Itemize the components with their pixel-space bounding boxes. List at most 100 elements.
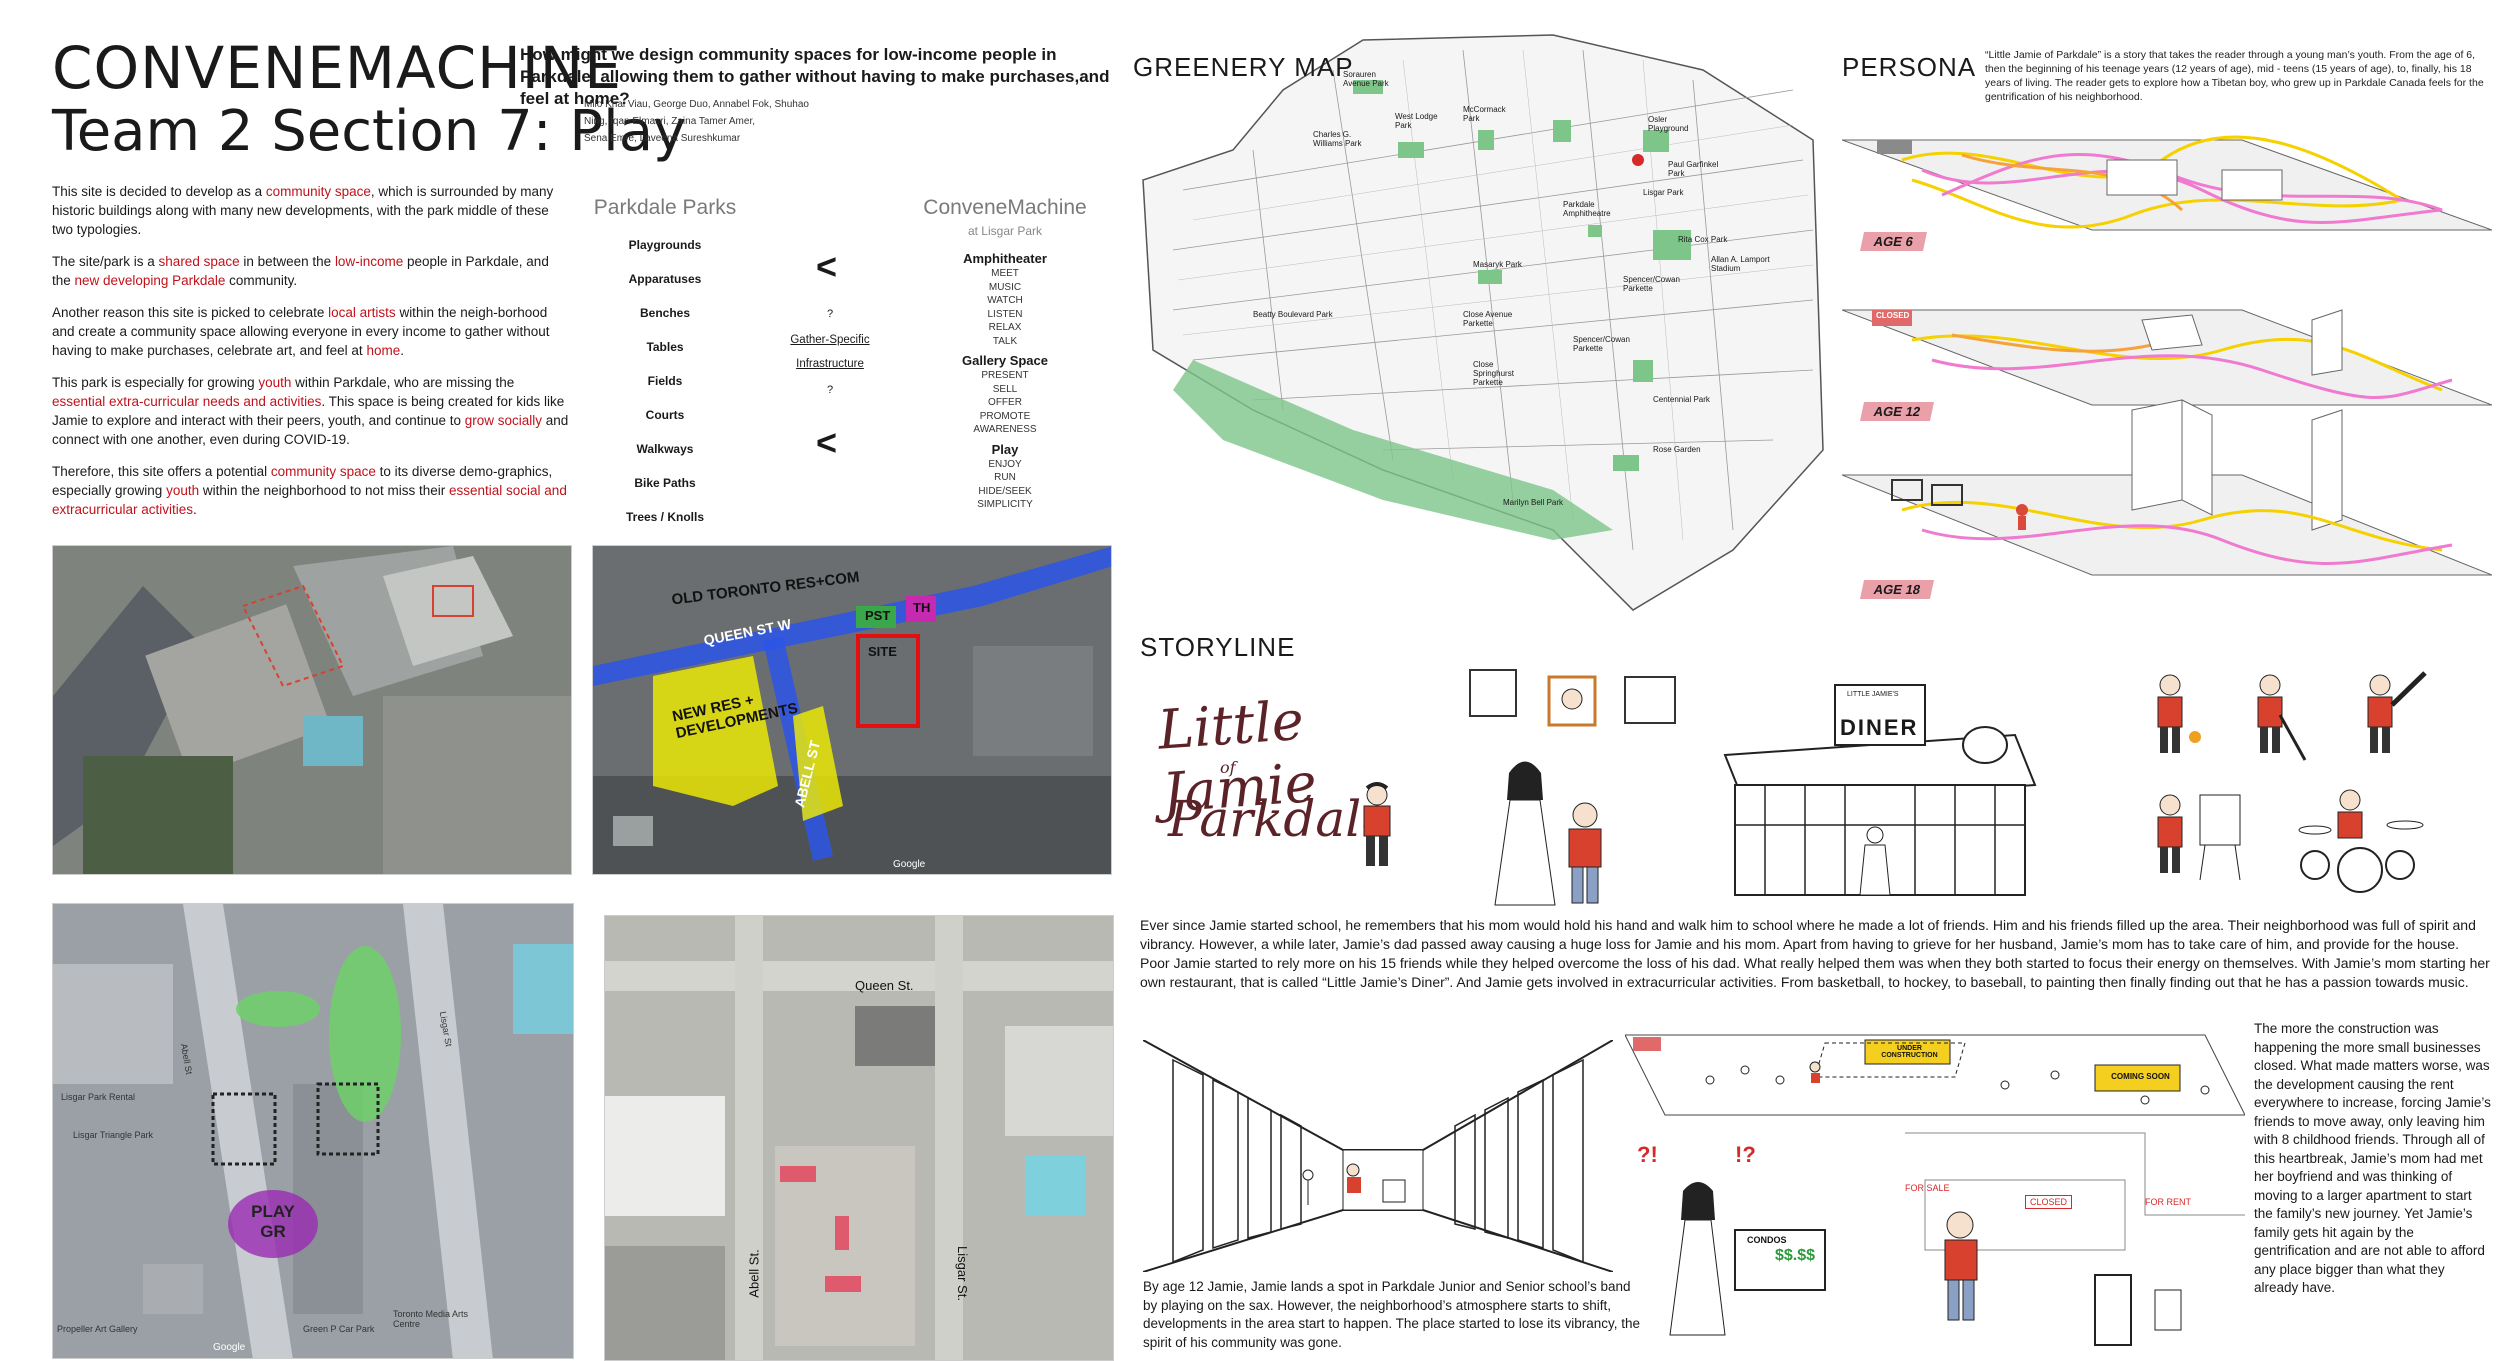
park-label: Rita Cox Park bbox=[1678, 235, 1728, 244]
activity: RELAX bbox=[988, 322, 1022, 333]
closed-sign: CLOSED bbox=[2025, 1195, 2073, 1209]
closed-label: CLOSED bbox=[1876, 311, 1910, 320]
park-label: Spencer/Cowan Parkette bbox=[1623, 275, 1680, 293]
street-aerial-photo: Queen St. Abell St. Lisgar St. bbox=[604, 915, 1114, 1361]
park-label: Centennial Park bbox=[1653, 395, 1710, 404]
less-than-symbol: < bbox=[816, 422, 838, 463]
jamie-figure-icon bbox=[1363, 782, 1391, 866]
map-label: Toronto Media Arts Centre bbox=[393, 1309, 469, 1329]
map-label: Propeller Art Gallery bbox=[57, 1324, 138, 1334]
coming-soon-sign: COMING SOON bbox=[2111, 1072, 2170, 1081]
category-gallery-space: Gallery Space bbox=[962, 353, 1048, 368]
category-play: Play bbox=[991, 441, 1019, 457]
list-item: Walkways bbox=[636, 442, 694, 456]
question-mark: ? bbox=[826, 308, 834, 320]
activity: MUSIC bbox=[988, 281, 1022, 293]
activity: SIMPLICITY bbox=[977, 499, 1033, 510]
parkdale-parks-list: Parkdale Parks Playgrounds Apparatuses B… bbox=[590, 196, 740, 540]
greenery-map-title: GREENERY MAP bbox=[1133, 52, 1354, 82]
age-12-label: AGE 12 bbox=[1859, 402, 1935, 421]
family-illustration bbox=[1469, 669, 1676, 906]
price-sign: $$.$$ bbox=[1775, 1247, 1816, 1264]
park-label: Marilyn Bell Park bbox=[1503, 498, 1564, 507]
park-label: Close Springhurst Parkette bbox=[1473, 360, 1514, 387]
park-label: Rose Garden bbox=[1653, 445, 1701, 454]
author-list: Milo Khai Viau, George Duo, Annabel Fok,… bbox=[584, 96, 834, 147]
little-jamie-logo: Little Jamie of Parkdale bbox=[1156, 680, 1410, 880]
gather-specific-label: Gather-Specific bbox=[790, 334, 870, 346]
map-label: Green P Car Park bbox=[303, 1324, 375, 1334]
park-label: Close Avenue Parkette bbox=[1463, 310, 1513, 328]
park-plan-map: PLAY GR Abell St Lisgar St Green P Car P… bbox=[52, 903, 574, 1359]
convenemachine-subtitle: at Lisgar Park bbox=[967, 224, 1043, 238]
google-watermark: Google bbox=[893, 859, 926, 870]
park-label: Spencer/Cowan Parkette bbox=[1573, 335, 1630, 353]
infrastructure-label: Infrastructure bbox=[796, 358, 864, 370]
park-label: Osler Playground bbox=[1648, 115, 1689, 133]
list-item: Bike Paths bbox=[634, 476, 696, 490]
activity: RUN bbox=[994, 472, 1016, 483]
storyline-age12-text: By age 12 Jamie, Jamie lands a spot in P… bbox=[1143, 1279, 1641, 1350]
author-line: Ning, Iqan Elmasri, Zaina Tamer Amer, bbox=[584, 116, 755, 127]
condos-sign: CONDOS bbox=[1747, 1235, 1787, 1245]
activity: OFFER bbox=[988, 397, 1022, 408]
logo-of: of bbox=[1220, 758, 1236, 777]
page-title: CONVENEMACHINE bbox=[52, 34, 622, 102]
activity: AWARENESS bbox=[973, 424, 1037, 435]
diner-sign-small: LITTLE JAMIE'S bbox=[1847, 691, 1899, 698]
park-label: West Lodge Park bbox=[1395, 112, 1438, 130]
map-label: Lisgar Triangle Park bbox=[73, 1130, 154, 1140]
site-label: SITE bbox=[868, 644, 897, 659]
google-watermark: Google bbox=[213, 1342, 246, 1353]
exclaim-right: !? bbox=[1735, 1142, 1756, 1167]
diner-sign: DINER bbox=[1840, 715, 1919, 740]
activity: PROMOTE bbox=[979, 410, 1031, 422]
site-context-map: OLD TORONTO RES+COM QUEEN ST W PST TH SI… bbox=[592, 545, 1112, 875]
gentrification-illustration: UNDER CONSTRUCTION COMING SOON ?! !? CON… bbox=[1624, 1025, 2246, 1361]
list-item: Fields bbox=[647, 374, 683, 388]
activity: WATCH bbox=[987, 295, 1023, 306]
park-label: McCormack Park bbox=[1463, 105, 1506, 123]
design-question: How might we design community spaces for… bbox=[520, 45, 1110, 108]
pst-label: PST bbox=[865, 608, 891, 623]
persona-description: “Little Jamie of Parkdale” is a story th… bbox=[1985, 49, 2484, 103]
storyline-title: STORYLINE bbox=[1140, 632, 1296, 662]
under-construction-sign: UNDER CONSTRUCTION bbox=[1881, 1045, 1938, 1059]
convenemachine-list: ConveneMachine at Lisgar Park Amphitheat… bbox=[920, 196, 1090, 512]
persona-age-diagrams: AGE 6 AGE 12 AGE 18 CLOSED bbox=[1841, 120, 2493, 620]
park-label: Lisgar Park bbox=[1643, 188, 1684, 197]
intro-paragraph: Another reason this site is picked to ce… bbox=[52, 305, 550, 358]
age-18-label: AGE 18 bbox=[1859, 580, 1935, 599]
park-label: Masaryk Park bbox=[1473, 260, 1522, 269]
question-mark: ? bbox=[826, 384, 834, 396]
comparison-middle: < ? Gather-Specific Infrastructure ? < bbox=[770, 196, 890, 516]
parkdale-parks-title: Parkdale Parks bbox=[593, 196, 737, 219]
play-ground-label: PLAY GR bbox=[251, 1202, 295, 1241]
activities-illustration bbox=[2157, 671, 2427, 893]
storyline-gentrification-text: The more the construction was happening … bbox=[2254, 1021, 2491, 1295]
park-label: Parkdale Amphitheatre bbox=[1563, 200, 1611, 218]
abell-st-label: Abell St. bbox=[746, 1249, 762, 1298]
storyline-paragraph: Ever since Jamie started school, he reme… bbox=[1140, 917, 2490, 990]
activity: HIDE/SEEK bbox=[978, 485, 1032, 497]
for-rent-sign: FOR RENT bbox=[2145, 1197, 2191, 1207]
activity: LISTEN bbox=[987, 308, 1023, 320]
park-label: Charles G. Williams Park bbox=[1313, 130, 1362, 148]
intro-paragraph: This site is decided to develop as a com… bbox=[52, 184, 554, 237]
list-item: Apparatuses bbox=[628, 272, 702, 286]
list-item: Tables bbox=[646, 340, 684, 354]
age-6-label: AGE 6 bbox=[1859, 232, 1928, 251]
intro-text: This site is decided to develop as a com… bbox=[52, 182, 570, 532]
activity: TALK bbox=[992, 335, 1018, 347]
convenemachine-title: ConveneMachine bbox=[923, 196, 1087, 219]
author-line: Sena Emre, Laveena Sureshkumar bbox=[584, 133, 741, 144]
less-than-symbol: < bbox=[816, 246, 838, 287]
activity: ENJOY bbox=[988, 458, 1022, 470]
persona-title: PERSONA bbox=[1842, 52, 1977, 82]
th-label: TH bbox=[913, 600, 931, 615]
logo-line-2: Parkdale bbox=[1168, 790, 1391, 848]
map-label: Lisgar Park Rental bbox=[61, 1092, 136, 1102]
park-label: Sorauren Avenue Park bbox=[1343, 70, 1389, 88]
park-label: Allan A. Lamport Stadium bbox=[1711, 255, 1770, 273]
page-subtitle: Team 2 Section 7: Play bbox=[52, 99, 687, 164]
